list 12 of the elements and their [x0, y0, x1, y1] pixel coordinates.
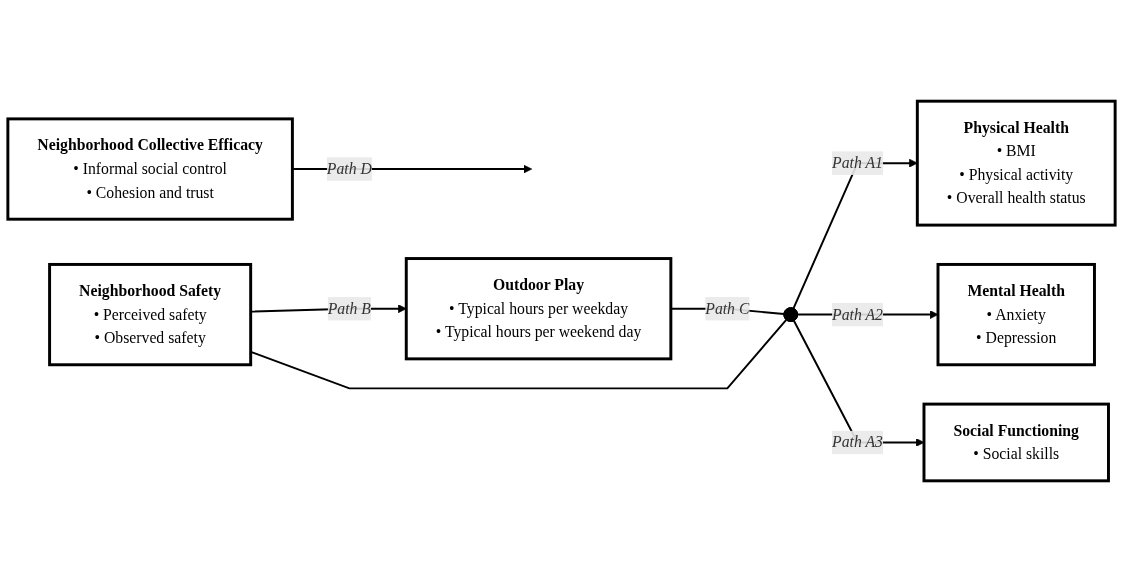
edge-label: Path A1 — [832, 154, 883, 172]
node-box: Mental Health • Anxiety • Depression — [936, 262, 1096, 367]
node-box: Neighborhood Safety • Perceived safety • Observed safety — [48, 262, 253, 367]
edge-label: Path C — [705, 299, 750, 317]
node-box: Physical Health • BMI • Physical activity • Overall health status — [915, 99, 1117, 227]
edge-label: Path A3 — [832, 433, 883, 451]
node-box: Neighborhood Collective Efficacy • Informal social control • Cohesion and trust — [6, 117, 294, 221]
node-box: Social Functioning • Social skills — [922, 402, 1110, 483]
edge-label: Path A2 — [832, 305, 883, 323]
edge-label: Path B — [327, 299, 371, 317]
node-box: Outdoor Play • Typical hours per weekday • Typical hours per weekend day — [404, 257, 673, 361]
edge-label: Path D — [326, 160, 372, 177]
